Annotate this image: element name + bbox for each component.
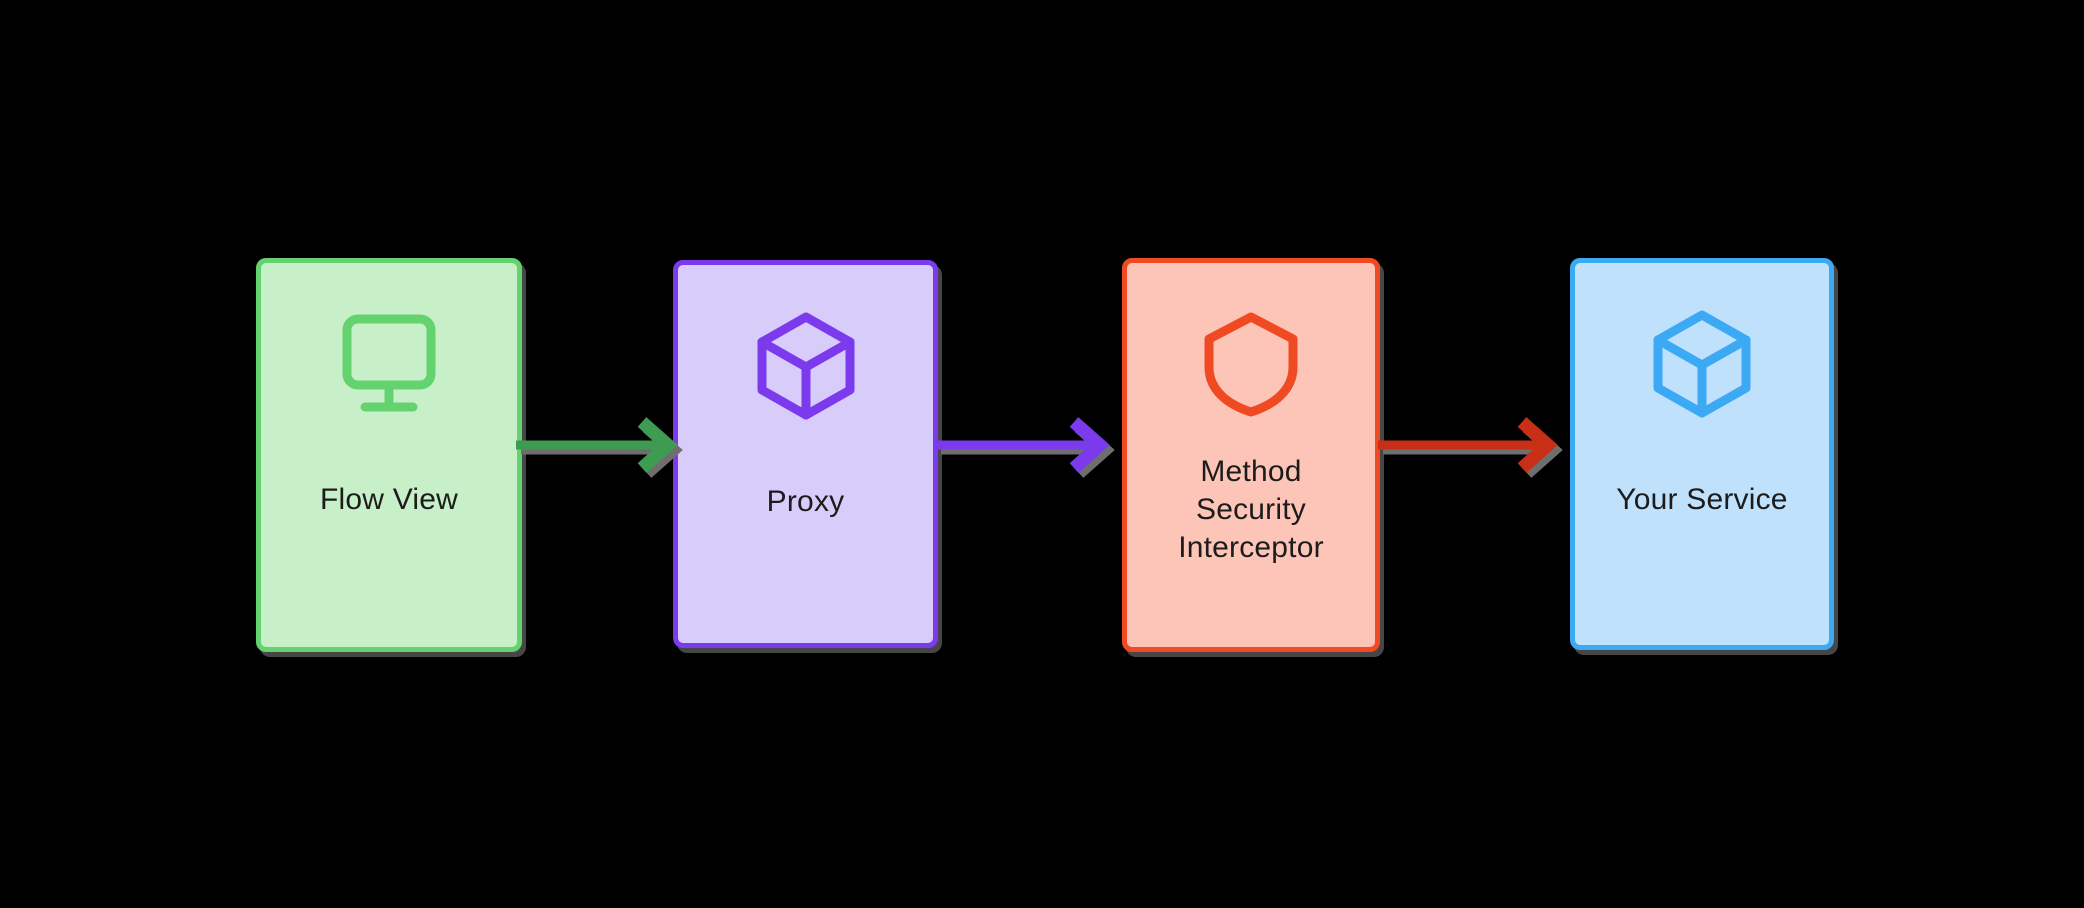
- node-label-your-service: Your Service: [1616, 483, 1788, 516]
- shield-icon: [1127, 309, 1375, 419]
- monitor-icon: [261, 309, 517, 419]
- edge-method-security-interceptor-to-your-service: [1378, 417, 1574, 480]
- node-method-security-interceptor[interactable]: Method Security Interceptor: [1122, 258, 1380, 652]
- node-your-service[interactable]: Your Service: [1570, 258, 1834, 650]
- edge-proxy-to-method-security-interceptor: [936, 417, 1126, 480]
- node-proxy[interactable]: Proxy: [673, 260, 938, 648]
- edge-flow-view-to-proxy: [516, 417, 691, 480]
- cube-icon: [678, 311, 933, 421]
- node-label-proxy: Proxy: [766, 485, 845, 518]
- node-label-method-security-interceptor: Method Security Interceptor: [1178, 455, 1324, 564]
- node-label-flow-view: Flow View: [320, 483, 458, 516]
- cube-icon: [1575, 309, 1829, 419]
- node-flow-view[interactable]: Flow View: [256, 258, 522, 652]
